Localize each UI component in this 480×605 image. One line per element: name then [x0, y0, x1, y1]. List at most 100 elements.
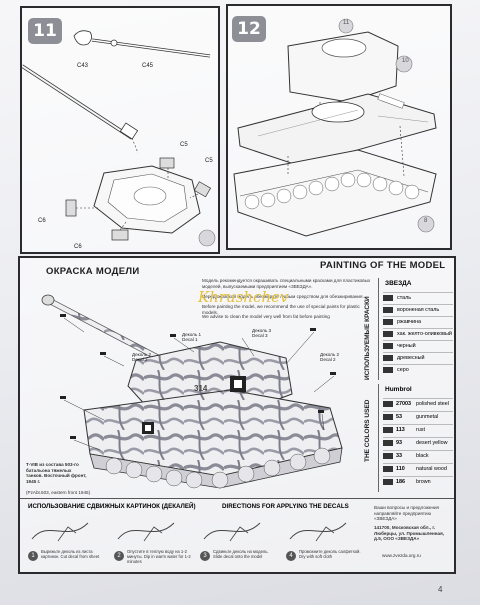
colors-used-label-en: THE COLORS USED: [364, 399, 371, 462]
painting-title-ru: ОКРАСКА МОДЕЛИ: [46, 266, 140, 277]
decal-step-drawing: [31, 522, 89, 542]
paint-chip-icon: [383, 427, 393, 433]
zvezda-header: ЗВЕЗДА: [385, 280, 412, 287]
paint-chip-icon: [383, 414, 393, 420]
part-c43-label: C43: [77, 63, 89, 69]
tank-caption-ru: Т-VIB из состава 503-го батальона тяжелы…: [26, 462, 87, 485]
site-text: www.zvezda.org.ru: [382, 553, 421, 558]
paint-chip-icon: [383, 479, 393, 485]
decal-step-drawing: [203, 522, 261, 542]
paint-chip-icon: [383, 330, 393, 337]
step-11-drawing: [22, 30, 216, 247]
zvezda-paint-row: древесный: [383, 352, 453, 362]
part-c5-label-b: C5: [205, 158, 213, 164]
humbrol-paint-name: black: [416, 453, 429, 459]
decal-step-number: 3: [200, 551, 210, 561]
paint-chip-icon: [383, 366, 393, 373]
zvezda-paint-row: серо: [383, 364, 453, 374]
zvezda-paint-name: древесный: [397, 354, 425, 361]
paint-chip-icon: [383, 354, 393, 361]
step-12-drawing: [233, 18, 437, 237]
decal-step-drawing: [289, 522, 347, 542]
decal-step-text: Вырежьте деколь из листа картинок. Cut d…: [41, 549, 100, 560]
painting-intro-ru: Модель рекомендуется окрашивать специаль…: [202, 278, 371, 289]
part-c45-label: C45: [142, 63, 154, 69]
painting-panel: ОКРАСКА МОДЕЛИ PAINTING OF THE MODEL Мод…: [18, 256, 456, 574]
humbrol-paint-number: 53: [396, 414, 402, 420]
painting-title-en: PAINTING OF THE MODEL: [320, 260, 446, 271]
humbrol-paint-name: desert yellow: [416, 440, 448, 446]
hull-number: 314: [194, 384, 208, 393]
humbrol-paint-number: 186: [396, 479, 405, 485]
paint-chip-icon: [383, 342, 393, 349]
zvezda-paint-name: черный: [397, 342, 416, 349]
step-11-panel: 11 C43 C45: [20, 6, 220, 254]
part-11-label: 11: [343, 20, 350, 26]
decal-title-ru: ИСПОЛЬЗОВАНИЕ СДВИЖНЫХ КАРТИНОК (ДЕКАЛЕЙ…: [28, 503, 196, 510]
decal-step-number: 2: [114, 551, 124, 561]
humbrol-paint-number: 33: [396, 453, 402, 459]
humbrol-paint-name: gunmetal: [416, 414, 439, 420]
watermark-text: Khrushchev: [198, 288, 289, 306]
decal-step-text: Сдвиньте деколь на модель. Slide decal o…: [213, 549, 269, 560]
address-text: 141700, Московская обл., г. Люберцы, ул.…: [374, 525, 445, 542]
paint-chip-icon: [383, 318, 393, 325]
humbrol-paint-row: 33 black: [383, 450, 453, 461]
address-title: Ваши вопросы и предложения направляйте п…: [374, 505, 440, 522]
humbrol-paint-row: 186 brown: [383, 476, 453, 487]
paint-chip-icon: [383, 401, 393, 407]
decal-directions-section: ИСПОЛЬЗОВАНИЕ СДВИЖНЫХ КАРТИНОК (ДЕКАЛЕЙ…: [20, 498, 454, 572]
part-c6-label-b: C6: [74, 244, 82, 250]
painting-intro-ru2: Перед окраской модель обезжирьте любым с…: [202, 294, 364, 299]
decal-step-text: Промокните деколь салфеткой. Dry with so…: [299, 549, 361, 560]
decal-step-number: 1: [28, 551, 38, 561]
decal-step-drawing: [117, 522, 175, 542]
painting-intro-en: Before painting the model, we recommend …: [202, 304, 360, 315]
paint-chip-icon: [383, 440, 393, 446]
decal-2-label: Деколь 2 Decal 2: [132, 352, 152, 362]
zvezda-paint-name: серо: [397, 366, 409, 373]
humbrol-paint-number: 110: [396, 466, 405, 472]
zvezda-paint-row: хак. желто-оливковый: [383, 328, 453, 338]
humbrol-header: Humbrol: [385, 386, 412, 393]
part-c5-label-a: C5: [180, 142, 188, 148]
humbrol-paint-number: 27003: [396, 401, 411, 407]
zvezda-paint-row: вороненая сталь: [383, 304, 453, 314]
zvezda-paint-name: хак. желто-оливковый: [397, 330, 452, 337]
humbrol-paint-row: 110 natural wood: [383, 463, 453, 474]
humbrol-paint-name: brown: [416, 479, 431, 485]
painting-intro-en2: We advise to clean the model very well f…: [202, 314, 330, 319]
decal-step-number: 4: [286, 551, 296, 561]
humbrol-paint-number: 93: [396, 440, 402, 446]
tank-caption-en: (PzAbt.503, eastern front 1945): [26, 490, 91, 495]
humbrol-paint-row: 53 gunmetal: [383, 411, 453, 422]
step-12-number: 12: [232, 16, 266, 42]
zvezda-paint-row: ржавчина: [383, 316, 453, 326]
zvezda-paint-row: черный: [383, 340, 453, 350]
zvezda-paint-name: вороненая сталь: [397, 306, 440, 313]
humbrol-paint-row: 27003 polished steel: [383, 398, 453, 409]
part-8-label: 8: [424, 218, 428, 224]
decal-3-label: Деколь 3 Decal 3: [252, 328, 272, 338]
decal-2b-label: Деколь 2 Decal 2: [320, 352, 340, 362]
humbrol-paint-name: polished steel: [416, 401, 449, 407]
colors-used-label-ru: ИСПОЛЬЗУЕМЫЕ КРАСКИ: [364, 296, 371, 380]
part-c6-label-a: C6: [38, 218, 46, 224]
decal-step-text: Опустите в теплую воду на 1-2 минуты. Di…: [127, 549, 191, 565]
zvezda-paint-name: ржавчина: [397, 318, 422, 325]
paint-chip-icon: [383, 294, 393, 301]
step-12-panel: 12 11: [226, 4, 452, 250]
paint-chip-icon: [383, 466, 393, 472]
humbrol-paint-name: rust: [416, 427, 425, 433]
decal-1-label: Деколь 1 Decal 1: [182, 332, 202, 342]
part-10-label: 10: [402, 58, 409, 64]
decal-title-en: DIRECTIONS FOR APPLYING THE DECALS: [222, 503, 349, 510]
humbrol-paint-row: 93 desert yellow: [383, 437, 453, 448]
humbrol-paint-name: natural wood: [416, 466, 447, 472]
